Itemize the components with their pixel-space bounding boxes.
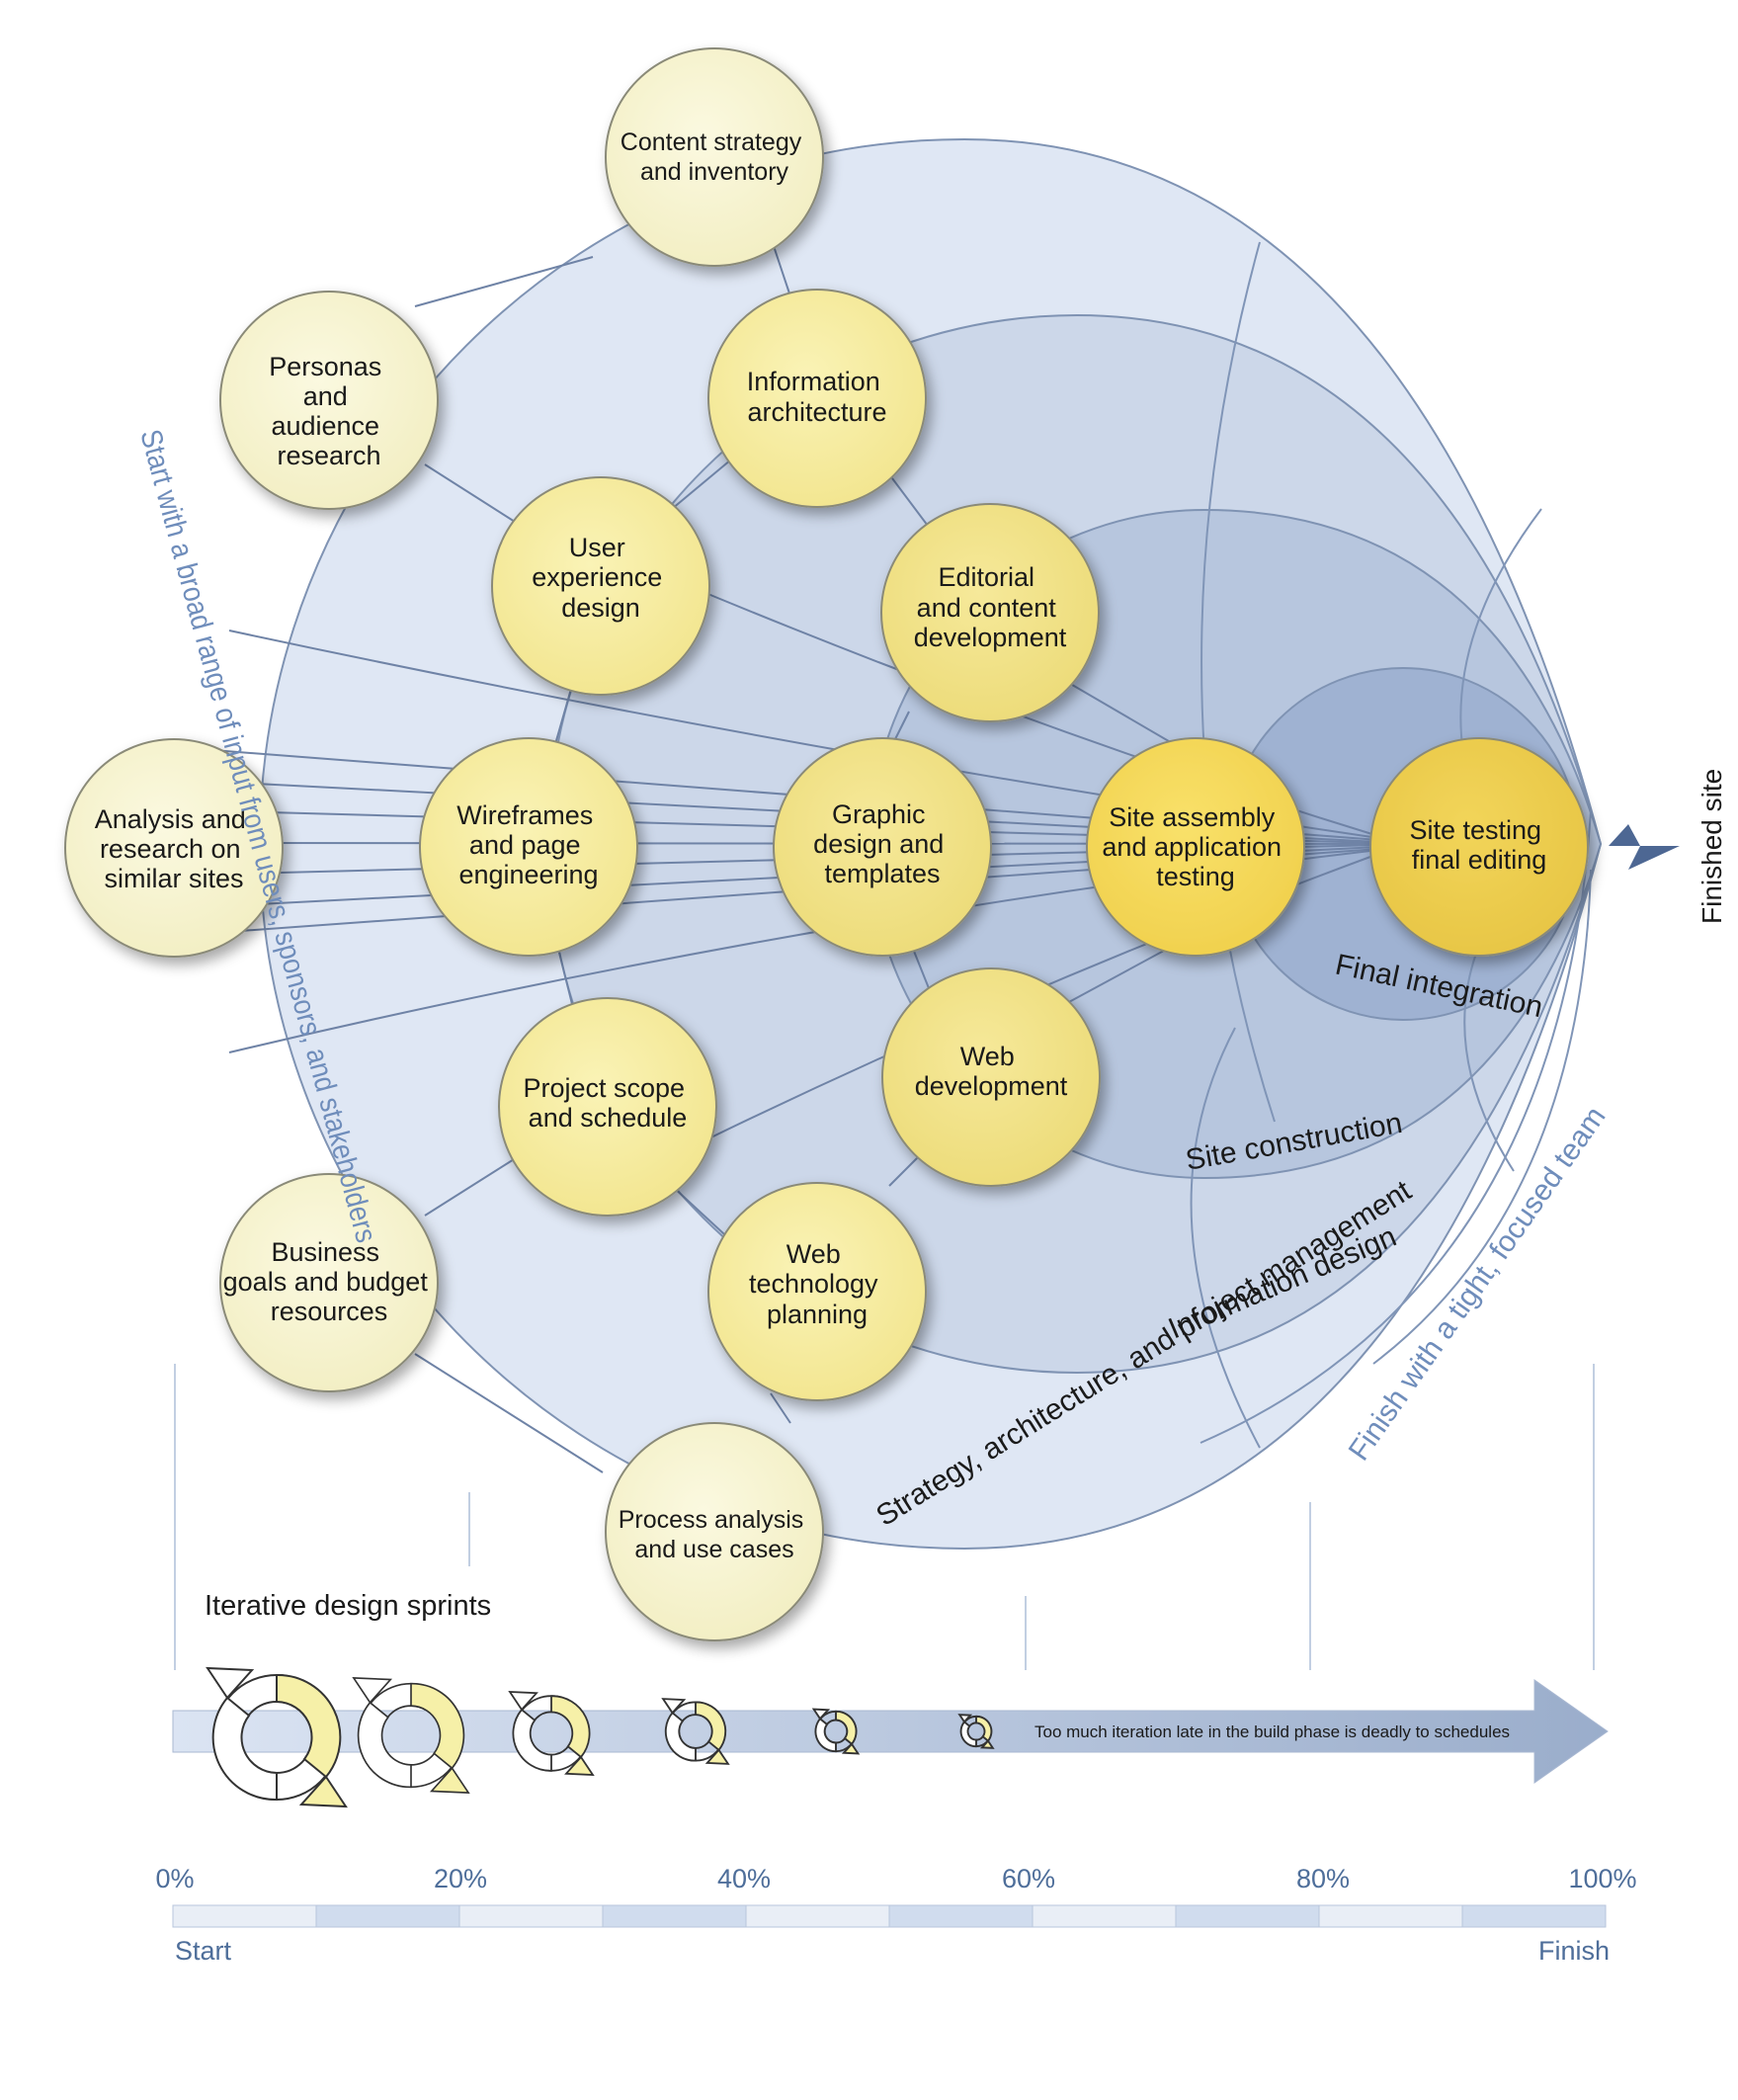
connector bbox=[414, 1353, 604, 1473]
node-information-architecture bbox=[707, 289, 927, 508]
process-nodes bbox=[64, 47, 1589, 1641]
node-process-analysis bbox=[605, 1422, 824, 1641]
ring-arc bbox=[1200, 809, 1592, 1444]
timeline-segment bbox=[602, 1904, 747, 1928]
node-information-architecture-label: Information architecture bbox=[747, 367, 888, 427]
node-site-testing-label: Site testing final editing bbox=[1409, 815, 1548, 875]
timeline-segment bbox=[458, 1904, 604, 1928]
node-process-analysis-label: Process analysis and use cases bbox=[619, 1506, 811, 1563]
node-project-scope-label: Project scope and schedule bbox=[523, 1073, 692, 1133]
sprint-cycle-icon bbox=[508, 1691, 595, 1776]
node-editorial bbox=[880, 503, 1100, 722]
connector bbox=[1066, 681, 1187, 752]
sprint-cycle-icon bbox=[811, 1708, 861, 1755]
node-wireframes-label: Wireframes and page engineering bbox=[456, 800, 601, 889]
ring-arc bbox=[1372, 869, 1592, 1365]
timeline-arrow bbox=[172, 1679, 1609, 1784]
connector bbox=[888, 1155, 920, 1187]
node-web-development bbox=[881, 967, 1101, 1187]
connector bbox=[424, 1155, 520, 1217]
node-user-experience bbox=[491, 476, 710, 696]
timeline-segment bbox=[1318, 1904, 1463, 1928]
node-analysis bbox=[64, 738, 284, 958]
connector bbox=[414, 256, 594, 307]
timeline-segment bbox=[172, 1904, 317, 1928]
timeline-segment bbox=[888, 1904, 1034, 1928]
node-web-technology-label: Web technology planning bbox=[749, 1239, 885, 1329]
tick-label: 20% bbox=[434, 1864, 487, 1893]
ring-arc bbox=[1190, 1027, 1261, 1449]
node-wireframes bbox=[419, 737, 638, 957]
sprints-heading: Iterative design sprints bbox=[205, 1590, 491, 1622]
node-labels: Content strategy and inventory Personas … bbox=[95, 128, 1548, 1563]
timeline-segment bbox=[1175, 1904, 1320, 1928]
tick-label: 40% bbox=[717, 1864, 771, 1893]
timeline-segment bbox=[745, 1904, 890, 1928]
finished-arrow-icon-upper bbox=[1609, 824, 1680, 846]
node-analysis-label: Analysis and research on similar sites bbox=[95, 804, 254, 893]
timeline-guides bbox=[174, 1364, 1595, 1670]
node-business-goals-label: Business goals and budget resources bbox=[223, 1237, 436, 1326]
connector bbox=[552, 681, 574, 752]
ring-arc bbox=[1200, 241, 1276, 1123]
node-editorial-label: Editorial and content development bbox=[914, 562, 1067, 652]
node-web-development-label: Web development bbox=[915, 1042, 1068, 1101]
node-business-goals bbox=[219, 1173, 439, 1392]
node-personas bbox=[219, 291, 439, 510]
node-web-technology bbox=[707, 1182, 927, 1401]
sprints-note: Too much iteration late in the build pha… bbox=[1035, 1722, 1510, 1741]
node-site-testing bbox=[1369, 737, 1589, 957]
tick-label: 80% bbox=[1296, 1864, 1350, 1893]
finished-site-label: Finished site bbox=[1697, 769, 1727, 924]
timeline-scale: 0% 20% 40% 60% 80% 100% Start Finish bbox=[155, 1864, 1636, 1966]
tick-label: 100% bbox=[1568, 1864, 1636, 1893]
node-graphic-design bbox=[773, 737, 992, 957]
node-graphic-design-label: Graphic design and templates bbox=[813, 799, 952, 888]
sprint-cycle-icon bbox=[352, 1676, 470, 1795]
sprint-cycle-icon bbox=[206, 1666, 348, 1808]
node-project-scope bbox=[498, 997, 717, 1217]
timeline-segment bbox=[1461, 1904, 1607, 1928]
node-content-strategy bbox=[605, 47, 824, 267]
timeline-segment bbox=[1032, 1904, 1177, 1928]
node-personas-label: Personas and audience research bbox=[269, 352, 389, 470]
sprint-cycle-icon bbox=[957, 1714, 995, 1749]
timeline-start-label: Start bbox=[175, 1936, 232, 1966]
timeline-segment bbox=[315, 1904, 460, 1928]
node-site-assembly bbox=[1086, 737, 1305, 957]
tick-label: 0% bbox=[155, 1864, 194, 1893]
timeline-finish-label: Finish bbox=[1538, 1936, 1610, 1966]
node-site-assembly-label: Site assembly and application testing bbox=[1102, 802, 1288, 891]
sprint-cycles bbox=[206, 1666, 995, 1808]
finished-arrow-icon bbox=[1609, 846, 1680, 870]
node-user-experience-label: User experience design bbox=[532, 533, 670, 623]
sprint-cycle-icon bbox=[661, 1698, 730, 1765]
connector bbox=[770, 1392, 791, 1424]
tick-label: 60% bbox=[1002, 1864, 1055, 1893]
node-content-strategy-label: Content strategy and inventory bbox=[621, 128, 808, 186]
